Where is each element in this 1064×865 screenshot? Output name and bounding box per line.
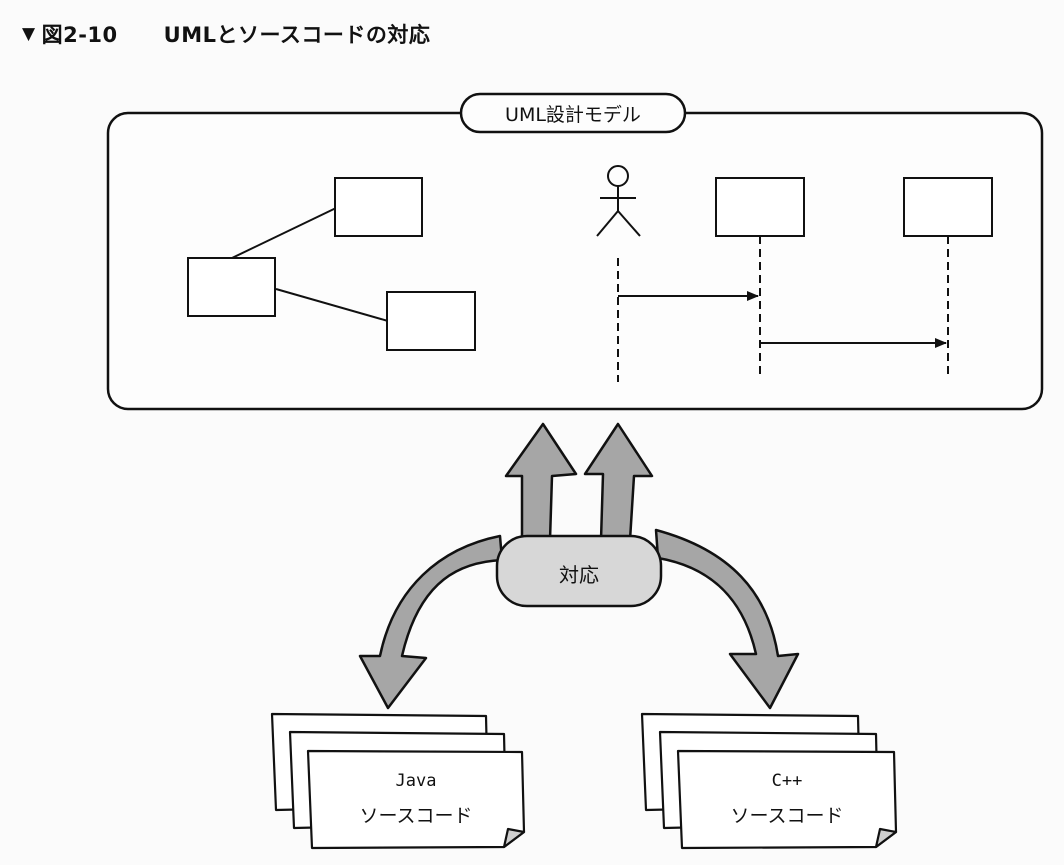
up-arrow-icon (504, 422, 578, 542)
triangle-marker-icon: ▼ (22, 24, 36, 44)
curved-arrows (358, 528, 800, 710)
cpp-language-label: C++ (772, 771, 803, 791)
uml-model-label-pill (459, 92, 687, 134)
curved-down-right-arrow-icon (654, 528, 800, 710)
page-curl-icon (502, 827, 526, 849)
cpp-source-stack: C++ ソースコード (640, 712, 898, 850)
page-curl-icon (874, 827, 898, 849)
correspondence-label: 対応 (559, 563, 599, 587)
java-language-label: Java (396, 771, 437, 791)
java-source-caption: ソースコード (359, 805, 472, 827)
document-sheet (306, 749, 526, 850)
correspondence-pill (495, 534, 663, 608)
document-sheet (676, 749, 898, 850)
upward-arrows (504, 422, 654, 542)
java-source-stack: Java ソースコード (270, 712, 526, 850)
uml-model-label: UML設計モデル (505, 104, 641, 126)
figure-number: 図2-10 (41, 23, 118, 47)
association-line (275, 288, 389, 322)
up-arrow-icon (583, 422, 654, 542)
lifeline-object-box (715, 177, 805, 237)
class-diagram (187, 177, 476, 351)
lifeline-object-box (903, 177, 993, 237)
class-box (187, 257, 276, 317)
cpp-source-caption: ソースコード (730, 805, 843, 827)
actor-icon (596, 165, 641, 237)
association-line (231, 207, 337, 259)
sequence-diagram (596, 165, 993, 382)
figure-caption: UMLとソースコードの対応 (163, 23, 431, 47)
curved-down-left-arrow-icon (358, 534, 504, 710)
class-box (334, 177, 423, 237)
figure-title: ▼ 図2-10 UMLとソースコードの対応 (22, 14, 430, 54)
class-box (386, 291, 476, 351)
